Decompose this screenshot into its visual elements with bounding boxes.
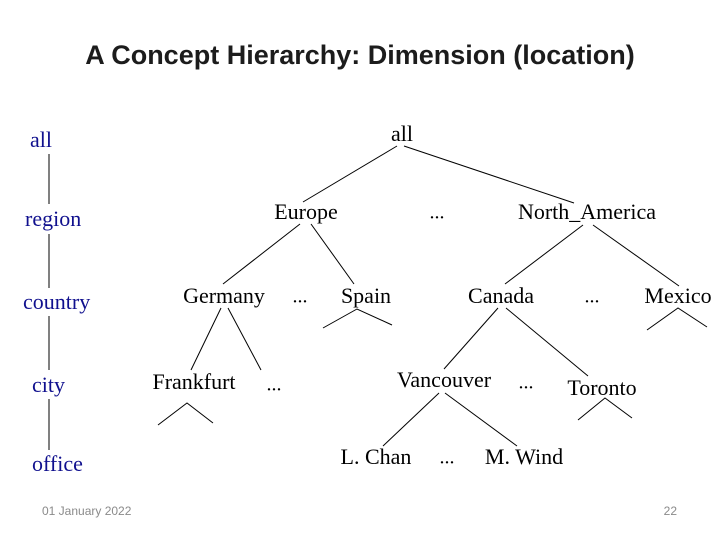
collapsed-subtree-indicator-spain bbox=[322, 308, 393, 329]
edge-north-america-canada bbox=[504, 224, 584, 285]
edge-north-america-mexico bbox=[592, 224, 680, 287]
edge-vancouver-m-wind bbox=[444, 392, 518, 447]
tree-node-l-chan: L. Chan bbox=[340, 444, 412, 469]
tree-node-europe: Europe bbox=[274, 199, 338, 224]
edge-canada-toronto bbox=[505, 307, 589, 377]
tree-node-canada: Canada bbox=[468, 283, 534, 308]
tree-ellipsis-region: ... bbox=[429, 201, 445, 224]
collapsed-subtree-indicator-mexico bbox=[646, 307, 708, 331]
tree-node-all: all bbox=[391, 121, 413, 146]
level-label-office: office bbox=[32, 451, 83, 476]
tree-node-vancouver: Vancouver bbox=[396, 367, 492, 392]
tree-ellipsis-city-germany: ... bbox=[266, 373, 282, 396]
tree-node-spain: Spain bbox=[340, 283, 392, 308]
edge-all-north-america bbox=[403, 145, 575, 204]
tree-node-m-wind: M. Wind bbox=[484, 444, 564, 469]
tree-ellipsis-city-canada: ... bbox=[518, 371, 534, 394]
tree-node-toronto: Toronto bbox=[567, 375, 637, 400]
level-label-region: region bbox=[25, 206, 82, 231]
collapsed-subtree-indicator-toronto bbox=[577, 397, 633, 421]
tree-node-north-america: North_America bbox=[517, 199, 657, 224]
tree-node-mexico: Mexico bbox=[644, 283, 712, 308]
tree-ellipsis-office: ... bbox=[439, 446, 455, 469]
edge-vancouver-l-chan bbox=[382, 392, 440, 447]
collapsed-subtree-indicator-frankfurt bbox=[157, 402, 214, 426]
level-label-all: all bbox=[30, 127, 52, 152]
slide-title: A Concept Hierarchy: Dimension (location… bbox=[85, 40, 635, 70]
edge-germany-frankfurt bbox=[190, 307, 222, 371]
edge-canada-vancouver bbox=[443, 307, 499, 370]
tree-ellipsis-country-europe: ... bbox=[292, 285, 308, 308]
level-label-country: country bbox=[23, 289, 91, 314]
tree-node-germany: Germany bbox=[183, 283, 265, 308]
footer-page-number: 22 bbox=[663, 504, 677, 518]
edge-europe-germany bbox=[222, 223, 301, 285]
tree-node-frankfurt: Frankfurt bbox=[152, 369, 236, 394]
tree-ellipsis-country-na: ... bbox=[584, 285, 600, 308]
edge-europe-spain bbox=[310, 223, 355, 285]
edge-all-europe bbox=[302, 145, 398, 203]
level-label-city: city bbox=[32, 372, 65, 397]
edge-germany-ellipsis bbox=[227, 307, 262, 371]
footer-date: 01 January 2022 bbox=[42, 504, 132, 518]
